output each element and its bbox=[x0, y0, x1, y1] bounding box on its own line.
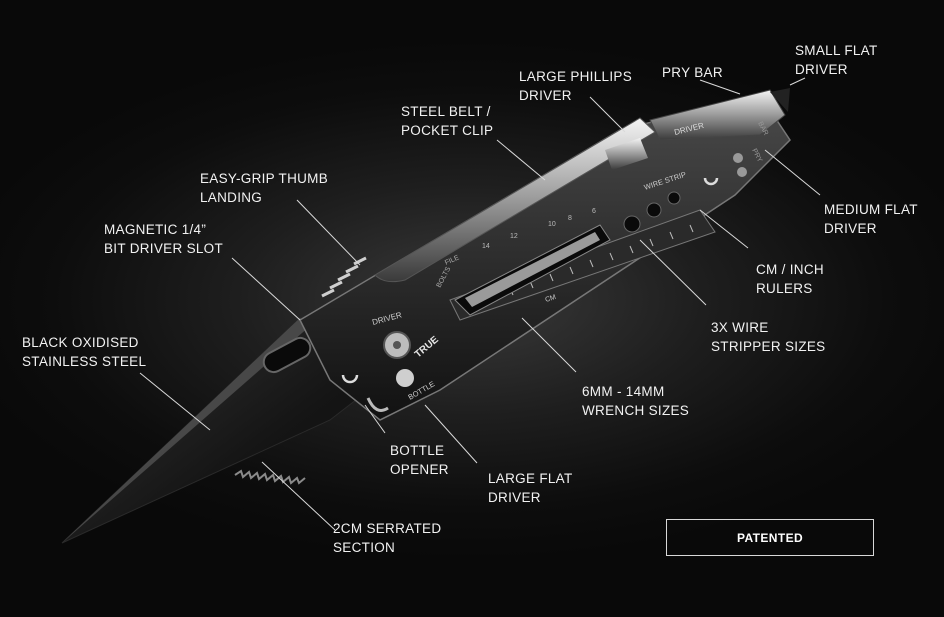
leader-rulers bbox=[699, 209, 749, 249]
callout-medium-flat-driver: MEDIUM FLAT DRIVER bbox=[824, 202, 918, 236]
callout-black-oxidised-steel: BLACK OXIDISED STAINLESS STEEL bbox=[22, 335, 147, 369]
callout-wrench-sizes: 6MM - 14MM WRENCH SIZES bbox=[582, 384, 690, 418]
phillips-bit bbox=[605, 138, 648, 170]
callout-easy-grip-thumb: EASY-GRIP THUMB LANDING bbox=[200, 171, 329, 205]
wrench-insert bbox=[465, 232, 600, 307]
magnet-icon bbox=[341, 374, 359, 384]
callout-serrated-section: 2CM SERRATED SECTION bbox=[333, 521, 442, 555]
wrench-size-8: 8 bbox=[568, 215, 572, 222]
leader-large-flat bbox=[424, 404, 478, 464]
leader-bit-slot bbox=[231, 257, 301, 321]
bolt-2 bbox=[737, 167, 747, 177]
callout-small-flat-driver: SMALL FLAT DRIVER bbox=[795, 43, 878, 77]
bolt-1 bbox=[733, 153, 743, 163]
wire-hole-3 bbox=[667, 191, 681, 205]
callout-rulers: CM / INCH RULERS bbox=[756, 262, 824, 296]
leader-thumb bbox=[296, 199, 361, 266]
callout-large-phillips-driver: LARGE PHILLIPS DRIVER bbox=[519, 69, 632, 103]
ruler bbox=[449, 209, 716, 321]
pry-head bbox=[649, 89, 786, 141]
leader-wire bbox=[639, 239, 707, 306]
leader-pry-bar bbox=[699, 79, 741, 95]
callout-pry-bar: PRY BAR bbox=[662, 65, 723, 80]
leader-phillips bbox=[589, 96, 626, 133]
wrench-size-12: 12 bbox=[510, 233, 518, 240]
leader-clip bbox=[496, 139, 546, 181]
callout-large-flat-driver: LARGE FLAT DRIVER bbox=[488, 471, 573, 505]
small-driver-tip bbox=[770, 88, 790, 112]
callout-magnetic-bit-slot: MAGNETIC 1/4” BIT DRIVER SLOT bbox=[104, 222, 224, 256]
patented-label: PATENTED bbox=[736, 530, 804, 545]
bottle-opener-notch bbox=[366, 397, 389, 412]
patented-badge: PATENTED bbox=[666, 519, 874, 556]
wrench-size-6: 6 bbox=[592, 208, 596, 215]
blade-edge-highlight bbox=[62, 318, 310, 543]
leader-small-flat bbox=[789, 77, 806, 86]
callout-wire-stripper: 3X WIRE STRIPPER SIZES bbox=[711, 320, 826, 354]
leader-wrench bbox=[521, 317, 577, 373]
callout-steel-belt-clip: STEEL BELT / POCKET CLIP bbox=[401, 104, 494, 138]
marking-cm: CM bbox=[544, 294, 557, 304]
thumb-hole bbox=[262, 336, 312, 374]
brand-logo-mark bbox=[396, 369, 414, 387]
wire-hole-2 bbox=[646, 202, 662, 218]
magnet-icon-2 bbox=[703, 177, 719, 186]
leader-steel bbox=[139, 372, 211, 431]
leader-lines bbox=[139, 77, 821, 531]
leader-bottle bbox=[364, 404, 386, 434]
wire-hole-1 bbox=[623, 215, 641, 233]
callout-bottle-opener: BOTTLE OPENER bbox=[390, 443, 449, 477]
serrated-edge bbox=[234, 469, 306, 485]
grip-ridges bbox=[321, 256, 367, 298]
pivot-screw-center bbox=[393, 341, 401, 349]
wrench-size-10: 10 bbox=[548, 221, 556, 228]
leader-medium-flat bbox=[764, 149, 821, 196]
wrench-size-14: 14 bbox=[482, 243, 490, 250]
leader-serrated bbox=[261, 461, 336, 531]
